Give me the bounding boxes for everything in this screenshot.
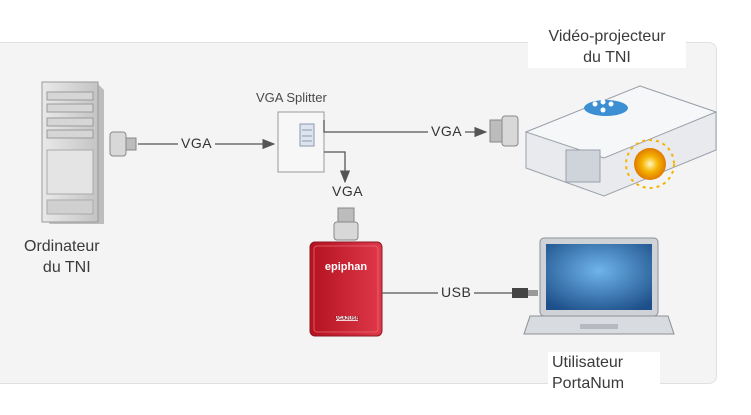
projector-icon xyxy=(524,85,718,197)
projector-label-line1: Vidéo-projecteur xyxy=(548,28,666,45)
computer-tower-icon xyxy=(41,81,104,224)
projector-label: Vidéo-projecteur du TNI xyxy=(528,26,686,68)
laptop-label-line2: PortaNum xyxy=(552,375,625,392)
laptop-label-line1: Utilisateur xyxy=(552,354,624,371)
computer-label-line2: du TNI xyxy=(42,259,91,276)
usb-connector-icon xyxy=(512,288,538,298)
edge-label-capture-laptop: USB xyxy=(438,284,475,300)
splitter-label: VGA Splitter xyxy=(256,90,327,105)
laptop-label: Utilisateur PortaNum xyxy=(548,352,660,394)
vga-connector-icon xyxy=(489,115,519,147)
edge-label-splitter-capture: VGA xyxy=(329,183,367,199)
laptop-icon xyxy=(523,237,675,335)
edge-label-splitter-projector: VGA xyxy=(428,123,466,139)
edge-label-computer-splitter: VGA xyxy=(178,135,216,151)
capture-model-text: VGA2USB xyxy=(335,316,360,322)
projector-label-line2: du TNI xyxy=(583,49,631,66)
vga-connector-icon xyxy=(333,207,359,241)
computer-label-line1: Ordinateur xyxy=(24,238,100,255)
computer-label: Ordinateur du TNI xyxy=(20,236,104,278)
vga-connector-icon xyxy=(109,131,137,157)
capture-brand-text: epiphan xyxy=(325,261,367,273)
epiphan-capture-device-icon xyxy=(309,241,383,337)
vga-splitter-icon xyxy=(277,111,325,173)
